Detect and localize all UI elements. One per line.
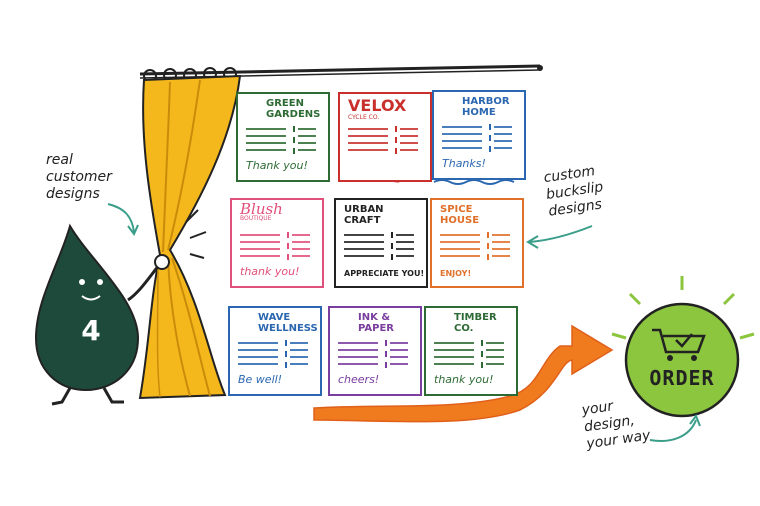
card-title-line: CRAFT	[344, 215, 381, 226]
card-title-line: GREEN	[266, 98, 304, 109]
card-lines	[344, 232, 418, 262]
callout-arrow-bottom	[649, 419, 697, 442]
card-title-line: GARDENS	[266, 109, 321, 120]
card-footer: Be well!	[238, 373, 283, 386]
card-title-line: URBAN	[344, 204, 384, 215]
card-title-line: SPICE	[440, 204, 473, 215]
card-ink-paper: INK &PAPER cheers!	[328, 306, 422, 396]
callout-arrow-right	[529, 225, 593, 243]
card-title-line: INK &	[358, 312, 391, 323]
motion-lines	[185, 209, 207, 259]
card-title-line: VELOX	[348, 96, 407, 115]
card-title-line: Blush	[240, 200, 283, 218]
card-footer: ENJOY!	[440, 269, 472, 278]
card-footer: APPRECIATE YOU!	[344, 269, 425, 278]
card-lines	[434, 340, 508, 370]
card-lines	[338, 340, 412, 370]
card-lines	[348, 126, 422, 156]
callout-right: custom buckslip designs	[543, 162, 607, 221]
order-circle	[611, 276, 755, 418]
callout-left-line-1: real	[46, 152, 73, 168]
callout-left-line-3: designs	[46, 186, 100, 202]
card-title-line: TIMBER	[454, 312, 497, 323]
card-footer: thank you!	[434, 373, 494, 386]
callout-arrow-left	[107, 203, 135, 233]
card-title-line: WELLNESS	[258, 323, 318, 334]
mascot	[34, 223, 170, 406]
card-lines	[442, 124, 516, 154]
card-lines	[238, 340, 312, 370]
cart-icon	[652, 328, 706, 361]
card-subtitle: BOUTIQUE	[240, 215, 272, 222]
card-footer: cheers!	[338, 373, 380, 386]
mascot-number: 4	[81, 314, 101, 347]
card-title-line: HOME	[462, 107, 496, 118]
card-footer: Thank you!	[246, 159, 308, 172]
card-title-line: PAPER	[358, 323, 395, 334]
card-title-line: HOUSE	[440, 215, 480, 226]
card-lines	[440, 232, 514, 262]
card-subtitle: CYCLE CO.	[348, 114, 380, 121]
card-lines	[246, 126, 320, 156]
order-label[interactable]: ORDER	[649, 366, 715, 390]
card-footer: thank you!	[240, 265, 300, 278]
card-title-line: HARBOR	[462, 96, 510, 107]
card-title-line: WAVE	[258, 312, 291, 323]
orange-arrow	[313, 324, 614, 423]
card-title: INK &PAPER	[358, 312, 414, 334]
callout-bottom: your design, your way	[581, 394, 652, 453]
curtain	[138, 74, 242, 400]
callout-left-line-2: customer	[46, 169, 112, 185]
card-footer: Thanks!	[442, 157, 486, 170]
callout-left: real customer designs	[46, 152, 112, 203]
card-lines	[240, 232, 314, 262]
card-title-line: CO.	[454, 323, 474, 334]
